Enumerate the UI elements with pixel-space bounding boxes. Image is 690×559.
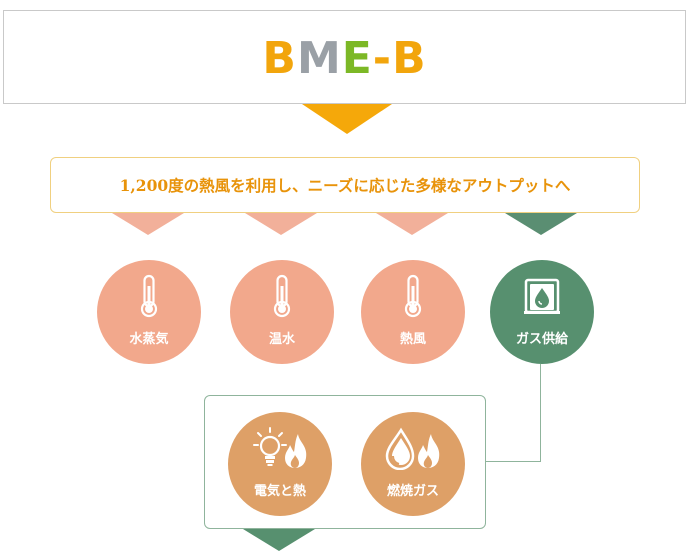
thermometer-icon — [271, 274, 293, 318]
output-hot-water: 温水 — [230, 260, 334, 364]
bme-b-logo: BME-B — [262, 33, 427, 84]
down-arrow-1 — [112, 213, 184, 235]
output-label-gas-supply: ガス供給 — [515, 332, 568, 347]
output-hot-air: 熱風 — [361, 260, 465, 364]
output-label-hot-air: 熱風 — [399, 332, 426, 347]
thermometer-icon — [138, 274, 160, 318]
sub-output-combustion-gas: 燃焼ガス — [361, 412, 465, 516]
lightbulb-flame-icon — [248, 426, 312, 470]
sub-output-label-electricity-heat: 電気と熱 — [253, 484, 306, 499]
connector-line-horizontal — [486, 461, 541, 462]
down-arrow-2 — [245, 213, 317, 235]
logo-box: BME-B — [3, 10, 686, 104]
gas-tank-drop-icon — [522, 274, 562, 318]
down-arrow-4 — [505, 213, 577, 235]
output-gas-supply: ガス供給 — [490, 260, 594, 364]
banner: 1,200度の熱風を利用し、ニーズに応じた多様なアウトプットへ — [50, 157, 640, 213]
sub-output-label-combustion-gas: 燃焼ガス — [386, 484, 439, 499]
connector-line-vertical — [540, 364, 541, 462]
sub-output-electricity-heat: 電気と熱 — [228, 412, 332, 516]
banner-text: 1,200度の熱風を利用し、ニーズに応じた多様なアウトプットへ — [119, 176, 571, 195]
down-arrow-output — [243, 529, 315, 551]
output-label-hot-water: 温水 — [268, 332, 295, 347]
output-label-steam: 水蒸気 — [129, 332, 169, 347]
output-steam: 水蒸気 — [97, 260, 201, 364]
down-arrow-main — [302, 104, 392, 134]
down-arrow-3 — [376, 213, 448, 235]
thermometer-icon — [402, 274, 424, 318]
drops-flame-icon — [381, 426, 445, 470]
